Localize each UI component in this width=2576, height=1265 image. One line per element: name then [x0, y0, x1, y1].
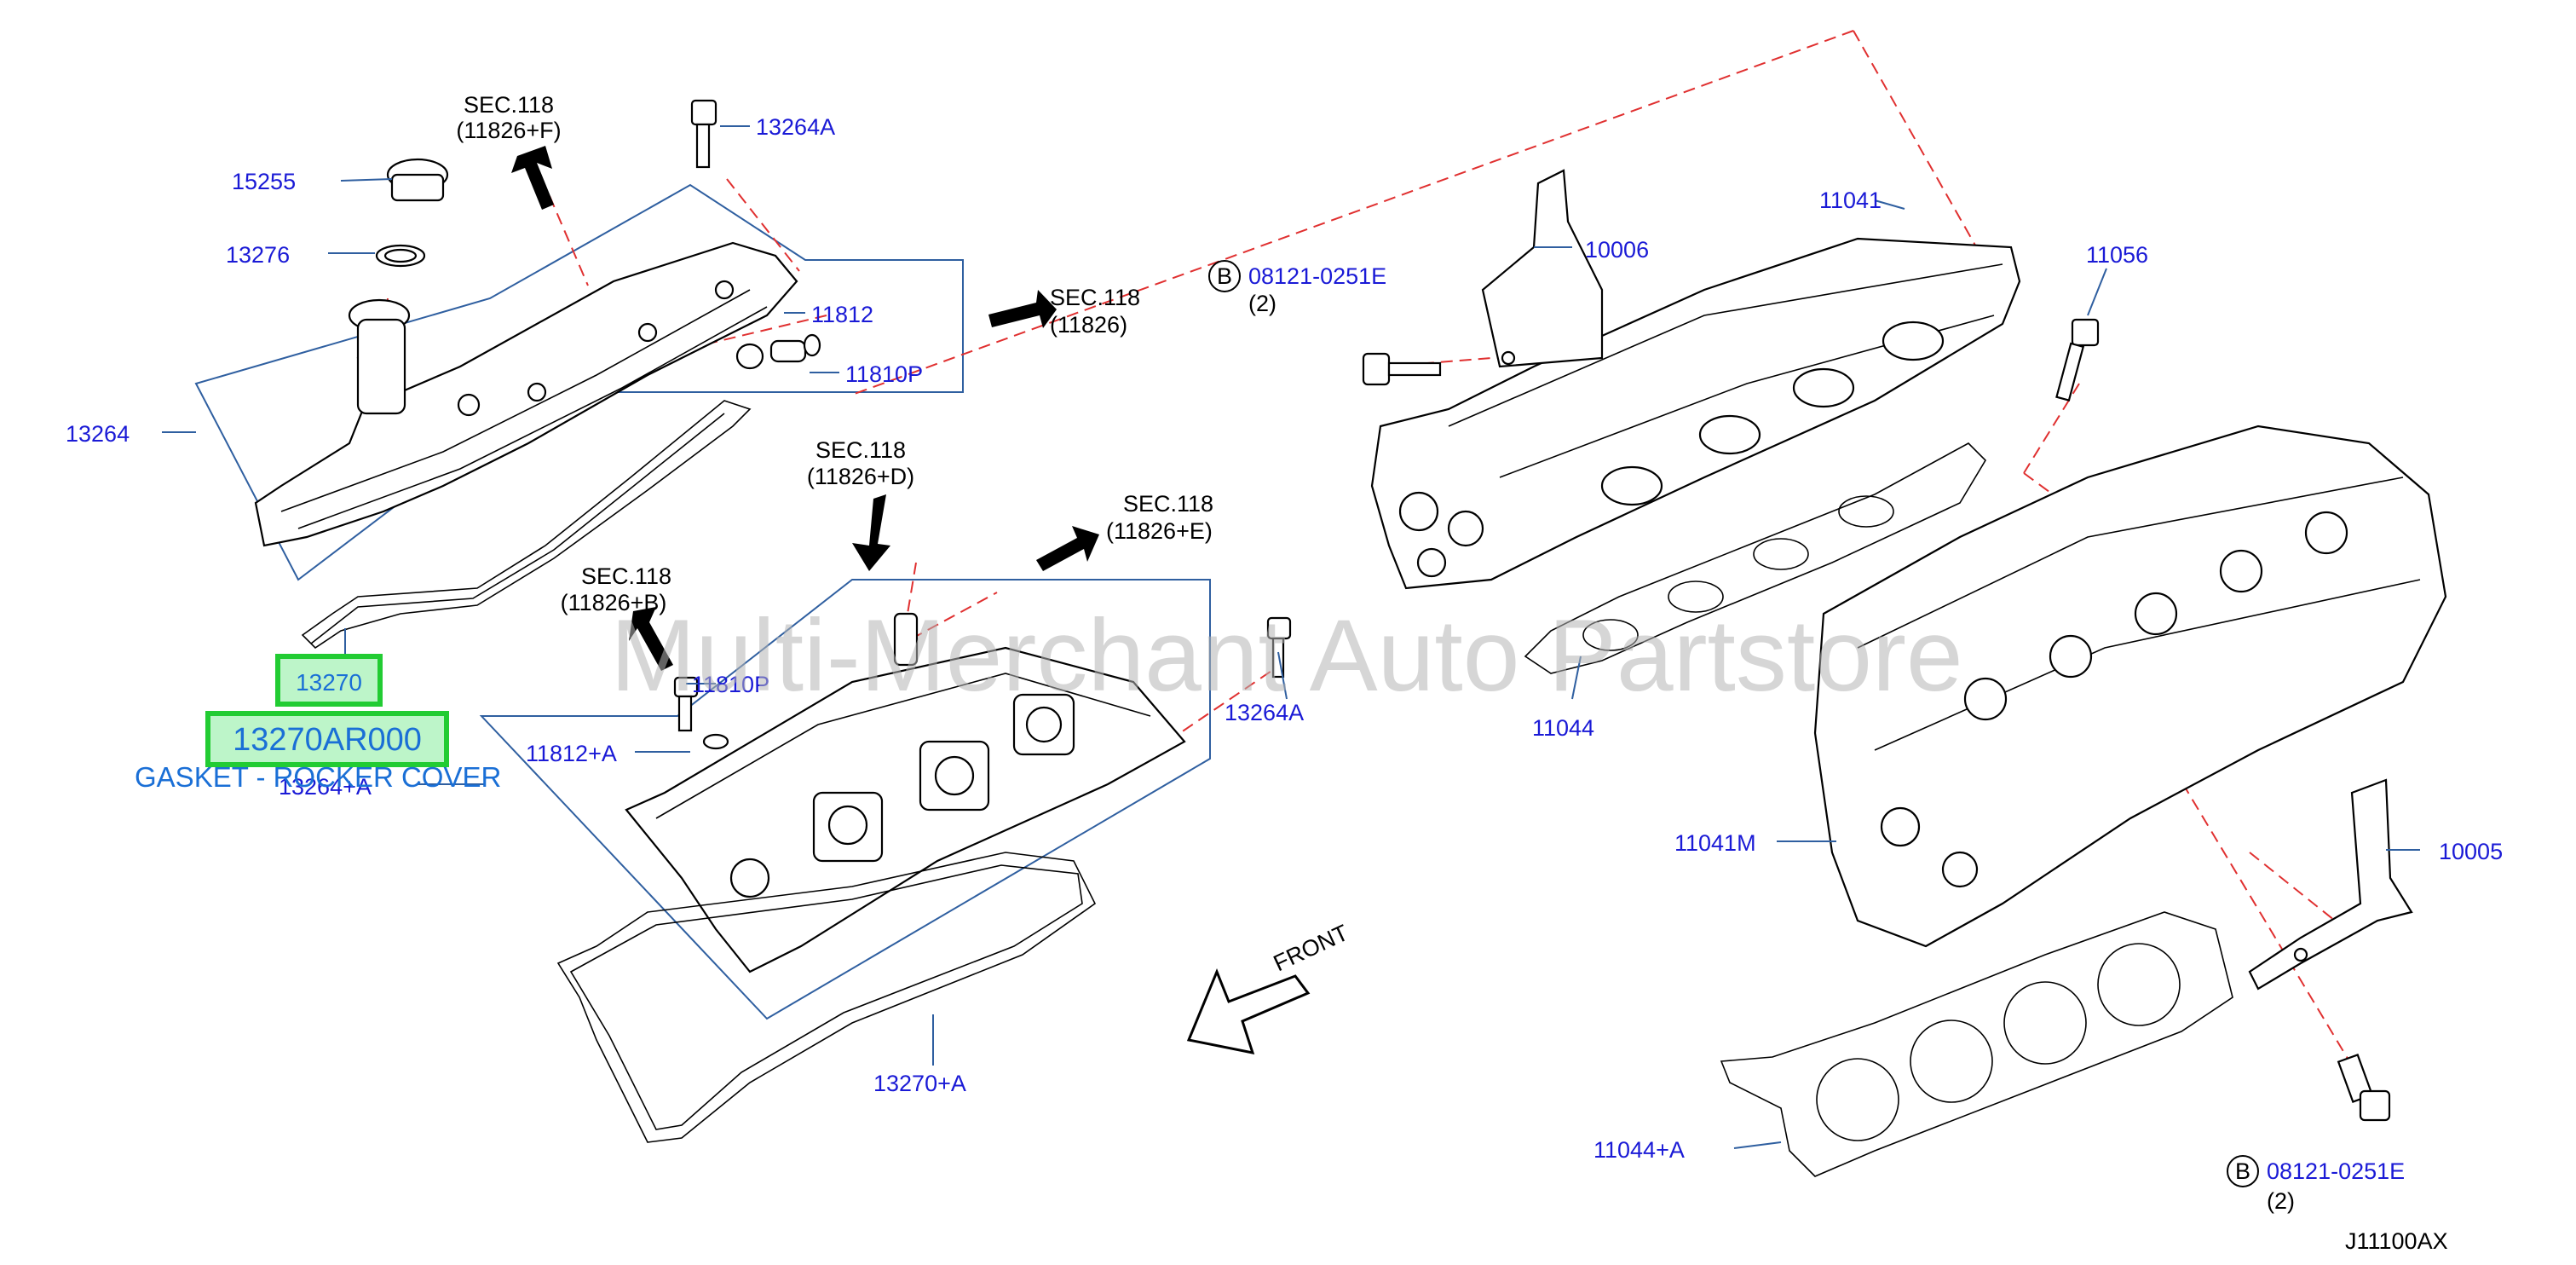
section-ref-1: SEC.118 (11826+F) [456, 92, 561, 143]
front-direction-arrow: FRONT [1186, 920, 1352, 1054]
bolt-08121-top [1362, 352, 1442, 386]
cylinder-head-11041m [1813, 425, 2447, 948]
section-ref-3: SEC.118 (11826+D) [807, 437, 914, 489]
section-ref-5-line2: (11826+B) [561, 590, 667, 615]
section-ref-2-line1: SEC.118 [1050, 285, 1140, 310]
label-11041m[interactable]: 11041M [1674, 830, 1756, 856]
highlight-description: GASKET - ROCKER COVER [135, 761, 501, 793]
section-ref-4-line1: SEC.118 [1123, 491, 1213, 517]
cylinder-head-11041 [1370, 237, 2021, 590]
label-13276[interactable]: 13276 [226, 242, 290, 268]
section-ref-5-line1: SEC.118 [581, 563, 671, 589]
callout-box-upper [194, 183, 964, 581]
bolt-08121-bottom [2337, 1053, 2391, 1122]
section-arrows [511, 146, 1099, 671]
label-08121-top: 08121-0251E [1248, 263, 1386, 289]
label-11810p-top[interactable]: 11810P [845, 361, 923, 387]
watermark: Multi-Merchant Auto Partstore [610, 598, 1962, 713]
label-11041[interactable]: 11041 [1819, 188, 1882, 213]
pcv-valve-11810p [735, 333, 821, 370]
rocker-cover-upper [254, 241, 798, 547]
bolt-label-bottom[interactable]: B 08121-0251E (2) [2227, 1155, 2405, 1214]
leader-lines [162, 125, 2420, 1149]
section-ref-3-line1: SEC.118 [815, 437, 906, 463]
section-ref-5: SEC.118 (11826+B) [561, 563, 671, 615]
label-08121-top-qty: (2) [1248, 291, 1276, 316]
rocker-cover-gasket-lower [556, 852, 1097, 1143]
section-ref-2-line2: (11826) [1050, 312, 1127, 338]
label-15255[interactable]: 15255 [232, 169, 296, 194]
badge-b-bottom: B [2235, 1158, 2250, 1184]
label-11044[interactable]: 11044 [1532, 715, 1594, 741]
head-gasket-11044 [1524, 442, 1987, 674]
label-10005[interactable]: 10005 [2439, 839, 2503, 864]
bracket-10006 [1481, 169, 1604, 368]
bolt-label-top[interactable]: B 08121-0251E (2) [1208, 260, 1386, 316]
section-ref-4: SEC.118 (11826+E) [1106, 491, 1213, 544]
bracket-10005 [2248, 778, 2413, 991]
label-13264[interactable]: 13264 [66, 421, 130, 447]
label-11056[interactable]: 11056 [2086, 242, 2148, 268]
rocker-cover-lower [625, 612, 1186, 973]
label-11810p-mid[interactable]: 11810P [692, 672, 769, 697]
bolt-11056 [2055, 318, 2100, 401]
label-13264a-mid[interactable]: 13264A [1225, 700, 1304, 725]
section-ref-3-line2: (11826+D) [807, 464, 914, 489]
callout-box-lower [479, 579, 1211, 1020]
section-ref-4-line2: (11826+E) [1106, 518, 1213, 544]
rocker-cover-gasket-upper [301, 400, 752, 650]
pcv-valve-11810p-mid [673, 676, 729, 750]
highlight-partnumber-box [205, 711, 449, 767]
section-ref-2: SEC.118 (11826) [1050, 285, 1140, 338]
section-ref-1-line1: SEC.118 [464, 92, 554, 118]
badge-circle-bottom [2227, 1155, 2259, 1187]
oil-filler-cap [375, 158, 449, 268]
label-13264plusa[interactable]: 13264+A [279, 774, 372, 800]
highlight-ref: 13270 [296, 669, 362, 696]
label-13264a-top[interactable]: 13264A [756, 114, 835, 140]
front-label: FRONT [1270, 920, 1352, 976]
label-10006[interactable]: 10006 [1585, 237, 1649, 263]
label-11044plusa[interactable]: 11044+A [1593, 1137, 1685, 1163]
label-08121-bottom: 08121-0251E [2267, 1158, 2405, 1184]
highlight-ref-box [275, 654, 383, 707]
highlighted-part[interactable]: 13270 13270AR000 GASKET - ROCKER COVER [135, 654, 501, 793]
label-08121-bottom-qty: (2) [2267, 1188, 2295, 1214]
highlight-part-number: 13270AR000 [233, 722, 422, 758]
diagram-code: J11100AX [2345, 1228, 2448, 1254]
bolt-13264a-top [690, 99, 717, 169]
head-gasket-11044a [1720, 911, 2233, 1177]
section-ref-1-line2: (11826+F) [456, 118, 561, 143]
label-13270plusa[interactable]: 13270+A [873, 1071, 966, 1096]
badge-b-top: B [1217, 263, 1232, 289]
label-11812[interactable]: 11812 [811, 302, 873, 327]
badge-circle-top [1208, 260, 1241, 292]
label-11812a[interactable]: 11812+A [526, 741, 617, 766]
